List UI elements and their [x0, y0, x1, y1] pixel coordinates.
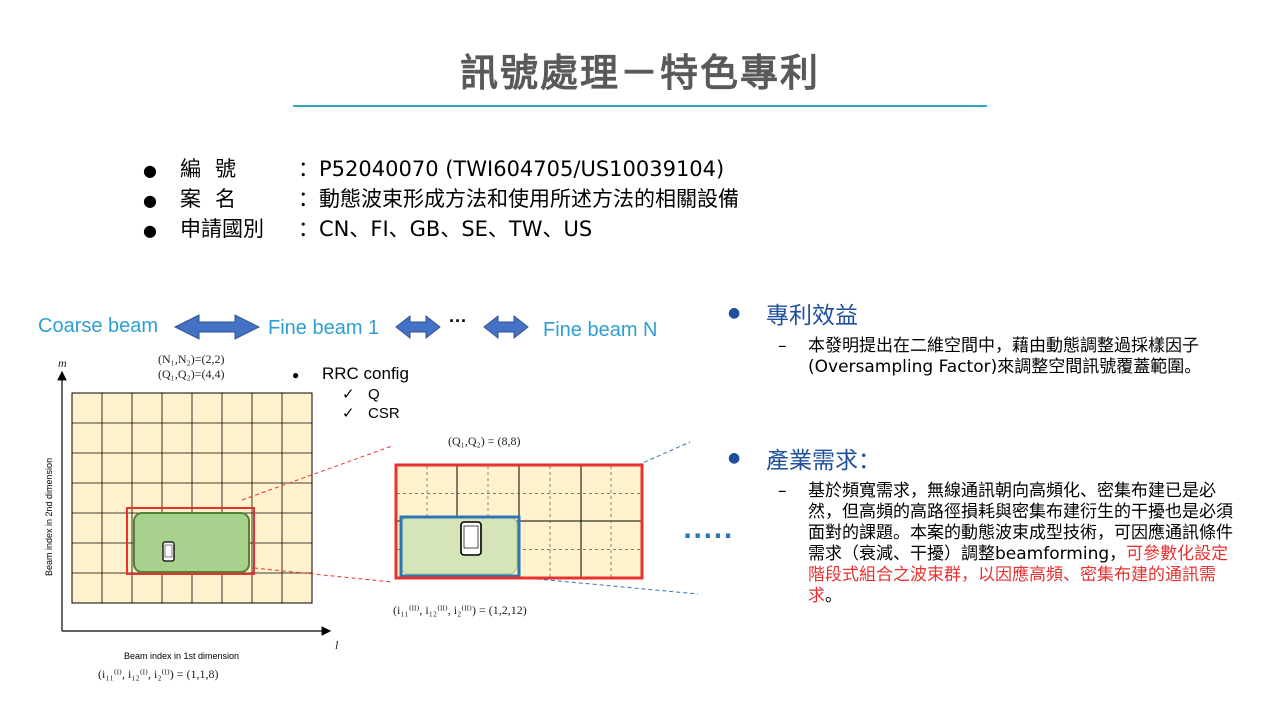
- fine-beam-n-label: Fine beam N: [543, 319, 658, 341]
- benefit-heading: 專利效益: [766, 303, 858, 329]
- check-icon: ✓: [342, 386, 355, 403]
- dash-icon: –: [778, 336, 787, 356]
- coarse-selection-box: [126, 507, 255, 575]
- phone-icon: [162, 541, 175, 562]
- double-arrow-icon: [483, 314, 529, 340]
- axis-m-label: m: [58, 356, 67, 370]
- i-fine-params: (i₁₁⁽ᴵᴵ⁾, i₁₂⁽ᴵᴵ⁾, i₂⁽ᴵᴵ⁾) = (1,2,12): [393, 603, 527, 617]
- slide-title: 訊號處理－特色專利: [459, 51, 820, 95]
- q-zoom-params: (Q₁,Q₂) = (8,8): [448, 434, 521, 448]
- i-coarse-params: (i₁₁⁽ᴵ⁾, i₁₂⁽ᴵ⁾, i₂⁽ᴵ⁾) = (1,1,8): [98, 667, 219, 681]
- q-params: (Q₁,Q₂)=(4,4): [158, 367, 225, 381]
- bullet-icon: ●: [143, 191, 157, 210]
- axis-l-label: l: [335, 638, 339, 652]
- industry-heading: 產業需求：: [766, 448, 881, 474]
- info-row-country: ● 申請國別 ：CN、FI、GB、SE、TW、US: [143, 215, 739, 245]
- x-axis-label: Beam index in 1st dimension: [124, 651, 240, 661]
- industry-section: ● 產業需求： – 基於頻寬需求，無線通訊朝向高頻化、密集布建已是必然，但高頻的高…: [728, 441, 1233, 607]
- beam-ellipsis: ···: [449, 311, 467, 331]
- industry-body: 基於頻寬需求，無線通訊朝向高頻化、密集布建已是必然，但高頻的高路徑損耗與密集布建…: [808, 481, 1233, 607]
- info-label-case: 案名: [180, 187, 250, 211]
- coarse-beam-label: Coarse beam: [38, 315, 159, 337]
- benefit-section: ● 專利效益 – 本發明提出在二維空間中，藉由動態調整過採樣因子(Oversampl…: [728, 296, 1233, 378]
- info-value-number: ：P52040070 (TWI604705/US10039104): [298, 157, 725, 181]
- zoom-line: [253, 567, 393, 583]
- industry-body-text: 基於頻寬需求，無線通訊朝向高頻化、密集布建已是必然，但高頻的高路徑損耗與密集布建…: [808, 481, 1233, 564]
- info-label-number: 編號: [180, 157, 250, 181]
- rrc-config: ● RRC config ✓ Q ✓ CSR: [292, 364, 409, 423]
- bullet-icon: ●: [728, 450, 741, 466]
- double-arrow-icon: [395, 314, 441, 340]
- zoom-line: [515, 576, 699, 595]
- rrc-title: RRC config: [322, 364, 409, 383]
- bullet-icon: ●: [728, 305, 741, 321]
- fine-beam-1-label: Fine beam 1: [268, 317, 380, 339]
- bullet-icon: ●: [143, 161, 157, 180]
- info-label-country: 申請國別: [180, 217, 264, 241]
- industry-body-end: 。: [825, 586, 842, 606]
- info-row-number: ● 編號 ：P52040070 (TWI604705/US10039104): [143, 155, 739, 185]
- more-dots: .....: [683, 516, 734, 544]
- coarse-beam-highlight: [133, 512, 250, 573]
- y-axis-label: Beam index in 2nd dimension: [44, 457, 54, 576]
- n-params: (N₁,N₂)=(2,2): [158, 352, 225, 366]
- rrc-item-q: Q: [368, 386, 380, 403]
- phone-icon: [460, 521, 482, 556]
- double-arrow-icon: [173, 314, 261, 340]
- zoom-region-box: [394, 463, 644, 580]
- benefit-body: 本發明提出在二維空間中，藉由動態調整過採樣因子(Oversampling Fac…: [808, 336, 1202, 377]
- info-row-case: ● 案名 ：動態波束形成方法和使用所述方法的相關設備: [143, 185, 739, 215]
- check-icon: ✓: [342, 405, 355, 422]
- bullet-icon: ●: [292, 368, 300, 382]
- info-value-case: ：動態波束形成方法和使用所述方法的相關設備: [298, 187, 739, 211]
- title-underline: [293, 105, 987, 107]
- fine-beam-highlight: [400, 516, 518, 575]
- industry-body-highlight: 可參數化設定階段式組合之波束群，以因應高頻、密集布建的通訊需求: [808, 544, 1229, 606]
- zoom-line: [241, 445, 393, 501]
- info-value-country: ：CN、FI、GB、SE、TW、US: [298, 217, 593, 241]
- dash-icon: –: [778, 481, 787, 501]
- fine-selection-box: [399, 515, 521, 578]
- patent-info-list: ● 編號 ：P52040070 (TWI604705/US10039104) ●…: [143, 155, 739, 245]
- rrc-item-csr: CSR: [368, 405, 400, 422]
- bullet-icon: ●: [143, 221, 157, 240]
